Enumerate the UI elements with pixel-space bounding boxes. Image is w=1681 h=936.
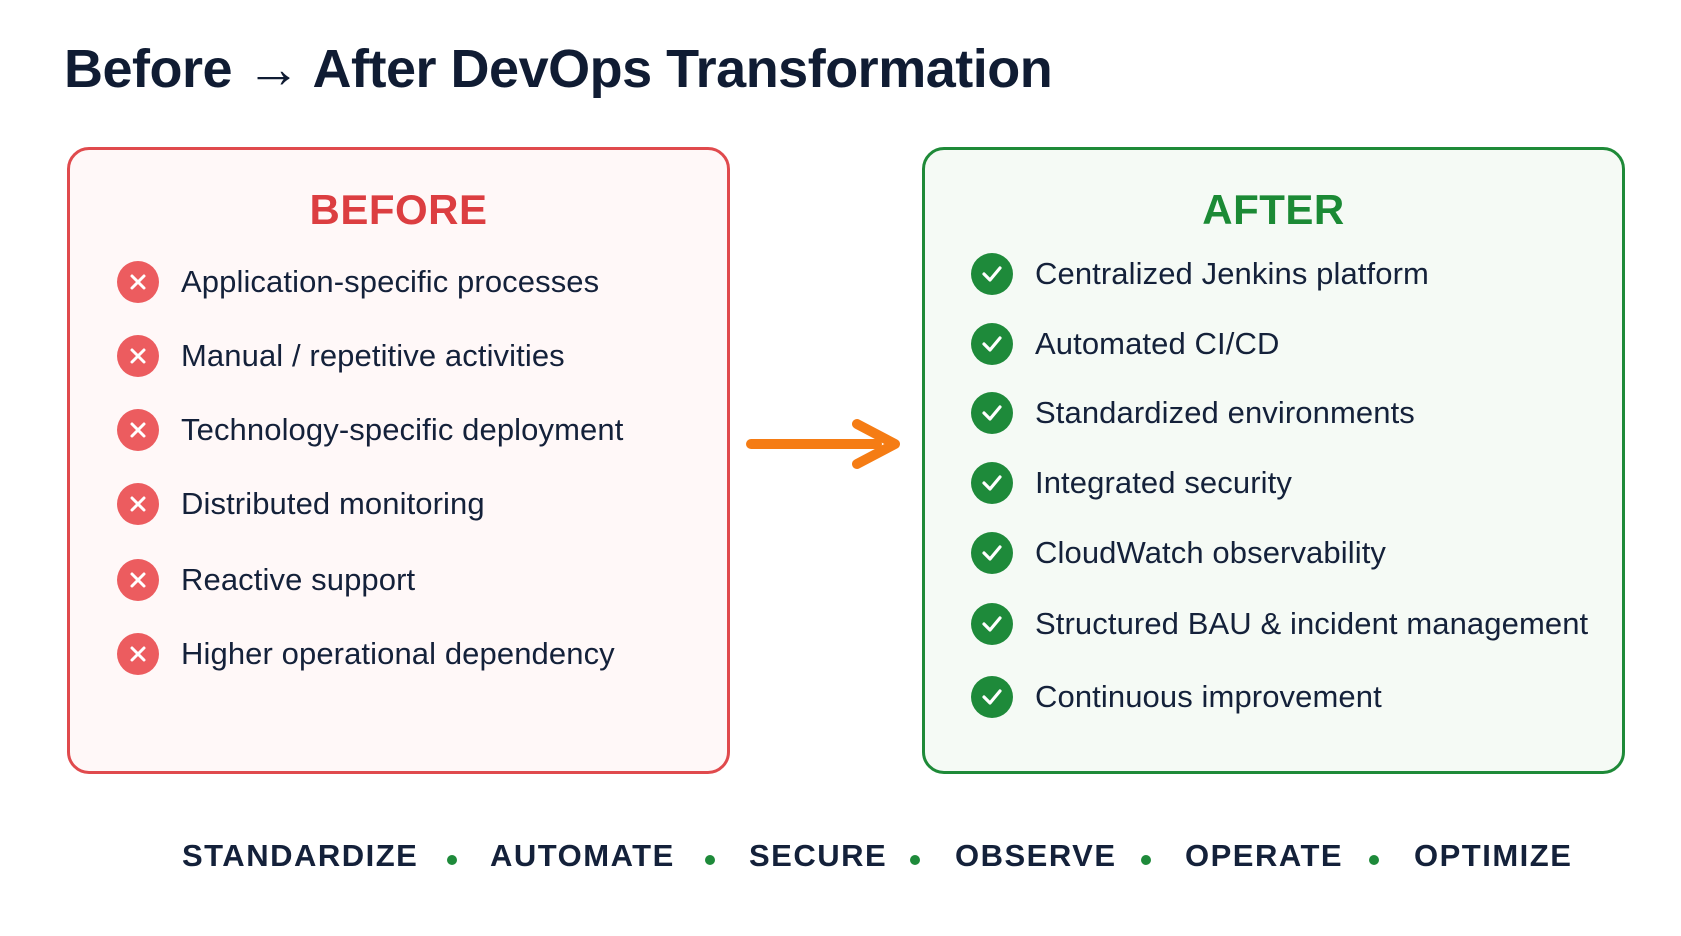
page-title: Before → After DevOps Transformation [64, 39, 1053, 99]
after-item: Standardized environments [971, 391, 1415, 435]
check-circle-icon [971, 253, 1013, 295]
pillar-label: SECURE [749, 838, 888, 873]
before-item-label: Distributed monitoring [181, 486, 485, 521]
before-item-label: Higher operational dependency [181, 636, 615, 671]
x-circle-icon [117, 261, 159, 303]
after-item-label: Standardized environments [1035, 395, 1415, 430]
before-heading: BEFORE [309, 186, 488, 233]
after-heading: AFTER [1202, 186, 1345, 233]
before-item: Application-specific processes [117, 260, 599, 304]
before-item: Manual / repetitive activities [117, 334, 565, 378]
separator-dot [1141, 855, 1151, 865]
after-item-label: Integrated security [1035, 465, 1292, 500]
after-item-label: Automated CI/CD [1035, 326, 1280, 361]
before-item-label: Manual / repetitive activities [181, 338, 565, 373]
before-item: Technology-specific deployment [117, 408, 623, 452]
x-circle-icon [117, 633, 159, 675]
before-item: Higher operational dependency [117, 632, 615, 676]
pillars-row: STANDARDIZE AUTOMATE SECURE OBSERVE OPER… [0, 838, 1681, 882]
after-item: Centralized Jenkins platform [971, 252, 1429, 296]
check-circle-icon [971, 532, 1013, 574]
before-item: Distributed monitoring [117, 482, 485, 526]
x-circle-icon [117, 559, 159, 601]
pillar-label: AUTOMATE [490, 838, 675, 873]
pillar-label: OPERATE [1185, 838, 1344, 873]
check-circle-icon [971, 603, 1013, 645]
after-item: Integrated security [971, 461, 1292, 505]
after-item: Structured BAU & incident management [971, 602, 1588, 646]
separator-dot [1369, 855, 1379, 865]
x-circle-icon [117, 409, 159, 451]
after-item-label: CloudWatch observability [1035, 535, 1387, 570]
separator-dot [705, 855, 715, 865]
after-item: CloudWatch observability [971, 531, 1386, 575]
separator-dot [447, 855, 457, 865]
after-item: Automated CI/CD [971, 322, 1279, 366]
after-item-label: Centralized Jenkins platform [1035, 256, 1429, 291]
before-item-label: Application-specific processes [181, 264, 600, 299]
after-item-label: Continuous improvement [1035, 679, 1382, 714]
after-item: Continuous improvement [971, 675, 1382, 719]
before-item-label: Reactive support [181, 562, 416, 597]
check-circle-icon [971, 462, 1013, 504]
check-circle-icon [971, 676, 1013, 718]
arrow-right-icon [746, 419, 900, 469]
before-item-label: Technology-specific deployment [181, 412, 624, 447]
x-circle-icon [117, 483, 159, 525]
x-circle-icon [117, 335, 159, 377]
after-item-label: Structured BAU & incident management [1035, 606, 1589, 641]
after-panel: AFTER Centralized Jenkins platform Autom… [922, 147, 1625, 774]
before-item: Reactive support [117, 558, 415, 602]
pillar-label: OBSERVE [955, 838, 1117, 873]
pillar-label: STANDARDIZE [182, 838, 419, 873]
check-circle-icon [971, 323, 1013, 365]
check-circle-icon [971, 392, 1013, 434]
before-panel: BEFORE Application-specific processes Ma… [67, 147, 730, 774]
pillar-label: OPTIMIZE [1414, 838, 1573, 873]
separator-dot [910, 855, 920, 865]
